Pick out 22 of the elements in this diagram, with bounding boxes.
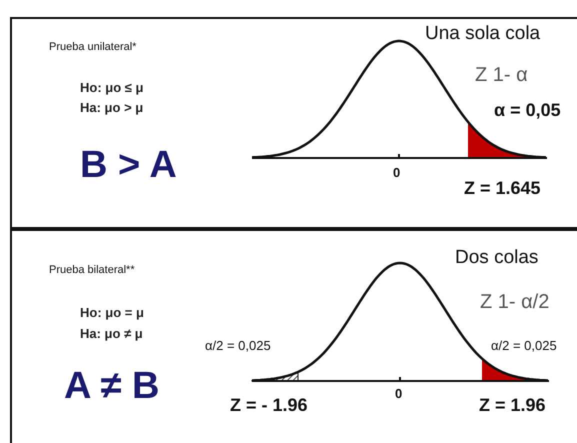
comparison-formula: A ≠ B (64, 366, 160, 408)
hypothesis-text: Ha: μo ≠ μ (80, 327, 143, 342)
two-tailed-test-panel (10, 229, 577, 443)
critical-value-label: Z 1- α (475, 64, 528, 86)
tail-label: Dos colas (455, 248, 538, 269)
hypothesis-text: Ha: μo > μ (80, 101, 144, 116)
z-value-label: Z = 1.96 (479, 396, 546, 416)
comparison-formula: B > A (80, 145, 177, 187)
alpha-label: α/2 = 0,025 (491, 339, 557, 354)
axis-tick-label: 0 (395, 387, 402, 402)
alpha-label: α = 0,05 (494, 101, 561, 121)
test-heading: Prueba unilateral* (49, 41, 136, 54)
axis-tick-label: 0 (393, 166, 400, 180)
z-value-label: Z = - 1.96 (230, 396, 308, 416)
test-heading: Prueba bilateral** (49, 264, 135, 276)
alpha-label: α/2 = 0,025 (205, 339, 271, 354)
hypothesis-text: Ho: μo = μ (80, 306, 144, 320)
hypothesis-text: Ho: μo ≤ μ (80, 81, 144, 96)
tail-label: Una sola cola (425, 24, 540, 45)
z-value-label: Z = 1.645 (464, 179, 541, 199)
critical-value-label: Z 1- α/2 (480, 291, 550, 313)
one-tailed-test-panel (10, 17, 577, 229)
